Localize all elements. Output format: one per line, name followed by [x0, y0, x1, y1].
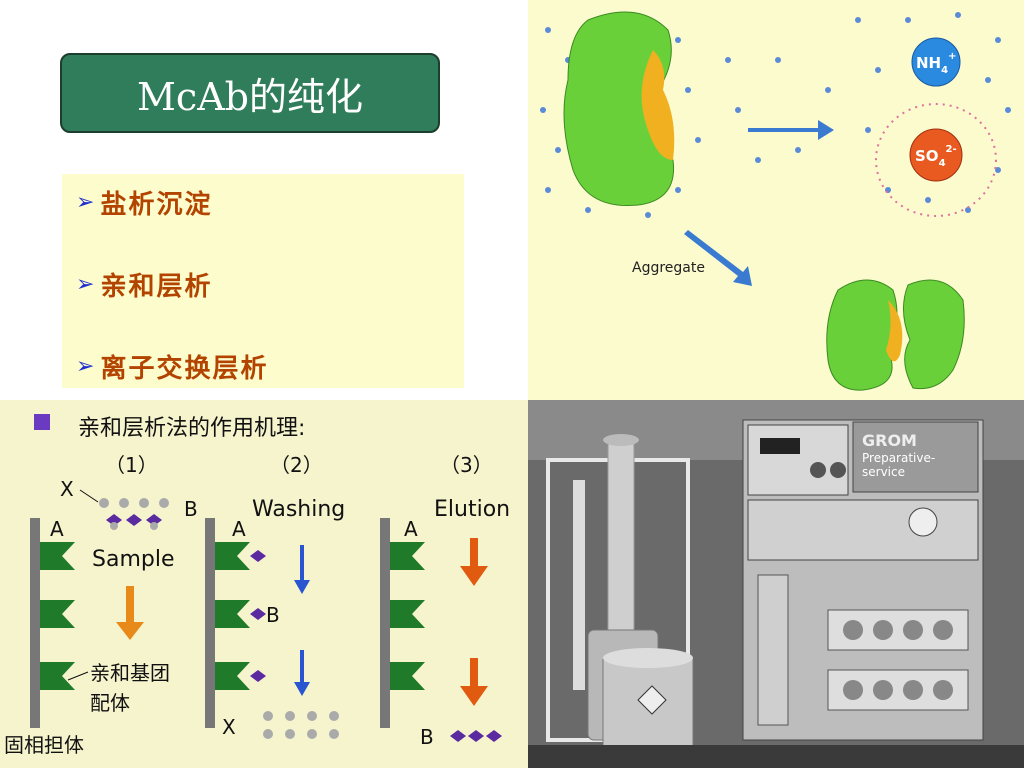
ligand-pointer-line: [67, 671, 89, 681]
aggregate-label: Aggregate: [632, 260, 705, 276]
control-panel: [747, 424, 849, 496]
elution-arrow-icon: [460, 658, 488, 706]
chromatography-instrument-photo: GROM Preparative- service: [528, 400, 1024, 768]
ammonium-label: NH4+: [916, 51, 956, 76]
so4-sup: 2-: [946, 144, 957, 155]
aggregate-arrow-icon: [684, 230, 752, 286]
arrow-bullet-icon: ➢: [76, 190, 97, 215]
ligand-flag-icon: [215, 600, 250, 628]
hydration-shell: [875, 103, 997, 217]
sample-mixture: [99, 498, 169, 530]
bound-b-icon: [250, 608, 266, 620]
support-bar-3: [380, 518, 390, 728]
salting-out-svg: NH4+ SO42- Aggregate: [540, 11, 1011, 391]
ligand-flag-icon: [215, 542, 250, 570]
thin-column: [573, 480, 585, 690]
b-label: B: [184, 497, 198, 521]
large-column: [607, 439, 635, 641]
support-bar-2: [205, 518, 215, 728]
brand-panel: [852, 421, 979, 493]
brand-line-2: service: [862, 465, 905, 479]
so4-base: SO: [915, 147, 939, 165]
x-label: X: [60, 477, 74, 501]
so4-sub: 4: [939, 158, 946, 169]
affinity-svg: 亲和层析法的作用机理: （1） （2） （3） X B A Sample 亲和基…: [4, 414, 510, 757]
step-2-label: （2）: [270, 453, 323, 477]
bullet-item: ➢ 离子交换层析: [76, 348, 268, 385]
sample-label: Sample: [92, 547, 175, 572]
protein-core: [641, 50, 675, 160]
ligand-flag-icon: [390, 662, 425, 690]
wash-arrow-icon: [294, 545, 310, 594]
bound-b-icon: [250, 550, 266, 562]
x-label-2: X: [222, 715, 236, 739]
display-screen: [760, 438, 800, 454]
valve-heads: [843, 620, 953, 700]
washed-x-icons: [263, 711, 339, 739]
instrument-svg: GROM Preparative- service: [528, 400, 1024, 768]
salting-out-illustration: NH4+ SO42- Aggregate: [528, 0, 1024, 400]
ligand-flag-icon: [390, 600, 425, 628]
b-label-3: B: [420, 725, 434, 749]
wash-arrow-icon: [294, 650, 310, 696]
a-label-1: A: [50, 517, 64, 541]
bullet-list: ➢ 盐析沉淀 ➢ 亲和层析 ➢ 离子交换层析: [62, 174, 464, 388]
bullet-text: 盐析沉淀: [100, 190, 213, 220]
step-3-label: （3）: [440, 453, 493, 477]
b-label-2: B: [266, 603, 280, 627]
bullet-text: 亲和层析: [100, 272, 213, 302]
affinity-heading: 亲和层析法的作用机理:: [78, 416, 305, 441]
protein-blob: [563, 11, 675, 207]
nh4-sup: +: [948, 51, 956, 62]
ammonium-ion: [911, 37, 961, 87]
support-bar-1: [30, 518, 40, 728]
sulfate-ion: [909, 128, 963, 182]
elution-label: Elution: [434, 497, 510, 522]
bound-b-icon: [250, 670, 266, 682]
heading-square-icon: [34, 414, 50, 430]
aggregate-core: [886, 300, 903, 362]
aggregated-protein-left: [826, 279, 898, 391]
x-pointer-line: [79, 489, 99, 503]
eluted-b-icons: [450, 730, 502, 742]
pump-module: [747, 499, 979, 561]
ligand-label-1: 亲和基团: [90, 661, 170, 685]
bullet-item: ➢ 亲和层析: [76, 266, 212, 303]
step-1-label: （1）: [105, 453, 158, 477]
support-label: 固相担体: [4, 733, 84, 757]
nh4-sub: 4: [941, 65, 948, 76]
arrow-bullet-icon: ➢: [76, 272, 97, 297]
ligand-flag-icon: [215, 662, 250, 690]
a-label-2: A: [232, 517, 246, 541]
aggregated-protein-right: [903, 279, 965, 390]
gauge-icon: [908, 507, 938, 537]
sample-arrow-icon: [116, 586, 144, 640]
ligand-label-2: 配体: [90, 691, 130, 715]
a-label-3: A: [404, 517, 418, 541]
ligand-flag-icon: [40, 600, 75, 628]
washing-label: Washing: [252, 497, 345, 522]
right-arrow-icon: [748, 120, 834, 140]
bullet-text: 离子交换层析: [100, 354, 269, 384]
ligand-flag-icon: [40, 662, 75, 690]
bullet-item: ➢ 盐析沉淀: [76, 184, 212, 221]
brand-line-1: Preparative-: [862, 451, 935, 465]
instrument-column: [757, 574, 789, 726]
ligand-flag-icon: [390, 542, 425, 570]
nh4-base: NH: [916, 54, 941, 72]
sulfate-label: SO42-: [915, 144, 957, 169]
brand-label: GROM: [862, 431, 917, 450]
slide-title-text: McAb的纯化: [137, 74, 363, 119]
arrow-bullet-icon: ➢: [76, 354, 97, 379]
hazard-label-icon: [637, 685, 667, 715]
slide-title: McAb的纯化: [60, 53, 440, 133]
elution-arrow-icon: [460, 538, 488, 586]
ligand-flag-icon: [40, 542, 75, 570]
affinity-mechanism-diagram: 亲和层析法的作用机理: （1） （2） （3） X B A Sample 亲和基…: [0, 400, 528, 768]
